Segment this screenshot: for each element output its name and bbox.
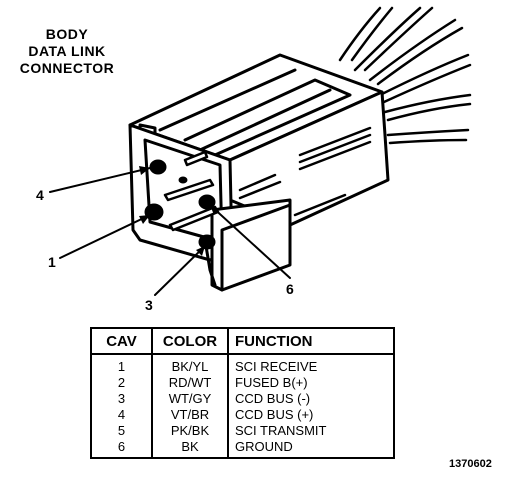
cell-color: BK/YL (151, 354, 229, 375)
cell-color: PK/BK (151, 423, 229, 439)
cell-function: SCI RECEIVE (227, 354, 395, 375)
cell-color: WT/GY (151, 391, 229, 407)
header-color: COLOR (151, 327, 229, 355)
cell-function: SCI TRANSMIT (227, 423, 395, 439)
callout-leaders (49, 167, 291, 296)
cell-cav: 3 (90, 391, 153, 407)
cell-cav: 5 (90, 423, 153, 439)
pin-slots (163, 150, 220, 232)
title-line-1: BODY (45, 26, 89, 42)
title-line-2: DATA LINK (28, 43, 106, 59)
cell-function: GROUND (227, 439, 395, 459)
table-row: 4 VT/BR CCD BUS (+) (90, 407, 395, 423)
cell-color: VT/BR (151, 407, 229, 423)
callout-pin-4: 4 (36, 187, 44, 203)
callout-pin-1: 1 (48, 254, 56, 270)
table-row: 3 WT/GY CCD BUS (-) (90, 391, 395, 407)
title-line-3: CONNECTOR (19, 60, 115, 76)
cell-cav: 4 (90, 407, 153, 423)
table-row: 5 PK/BK SCI TRANSMIT (90, 423, 395, 439)
table-row: 6 BK GROUND (90, 439, 395, 459)
table-row: 2 RD/WT FUSED B(+) (90, 375, 395, 391)
wire-bundle (338, 6, 472, 145)
pin-2 (178, 176, 188, 184)
cell-cav: 2 (90, 375, 153, 391)
table-row: 1 BK/YL SCI RECEIVE (90, 354, 395, 375)
terminal-pins (144, 159, 216, 250)
pinout-table: CAV COLOR FUNCTION 1 BK/YL SCI RECEIVE 2… (90, 327, 395, 459)
cell-function: CCD BUS (+) (227, 407, 395, 423)
header-cav: CAV (90, 327, 153, 355)
callout-pin-6: 6 (286, 281, 294, 297)
housing-lower-block (210, 198, 292, 292)
pin-4 (149, 159, 167, 175)
connector-illustration: 4 1 3 6 (36, 6, 472, 313)
figure-id: 1370602 (449, 458, 492, 470)
cell-color: BK (151, 439, 229, 459)
cell-function: FUSED B(+) (227, 375, 395, 391)
cell-function: CCD BUS (-) (227, 391, 395, 407)
header-function: FUNCTION (227, 327, 395, 355)
cell-color: RD/WT (151, 375, 229, 391)
cell-cav: 1 (90, 354, 153, 375)
pin-3 (198, 234, 216, 250)
side-slots (238, 126, 372, 217)
table-header-row: CAV COLOR FUNCTION (90, 327, 395, 355)
cell-cav: 6 (90, 439, 153, 459)
connector-title: BODY DATA LINK CONNECTOR (4, 26, 130, 77)
callout-pin-3: 3 (145, 297, 153, 313)
